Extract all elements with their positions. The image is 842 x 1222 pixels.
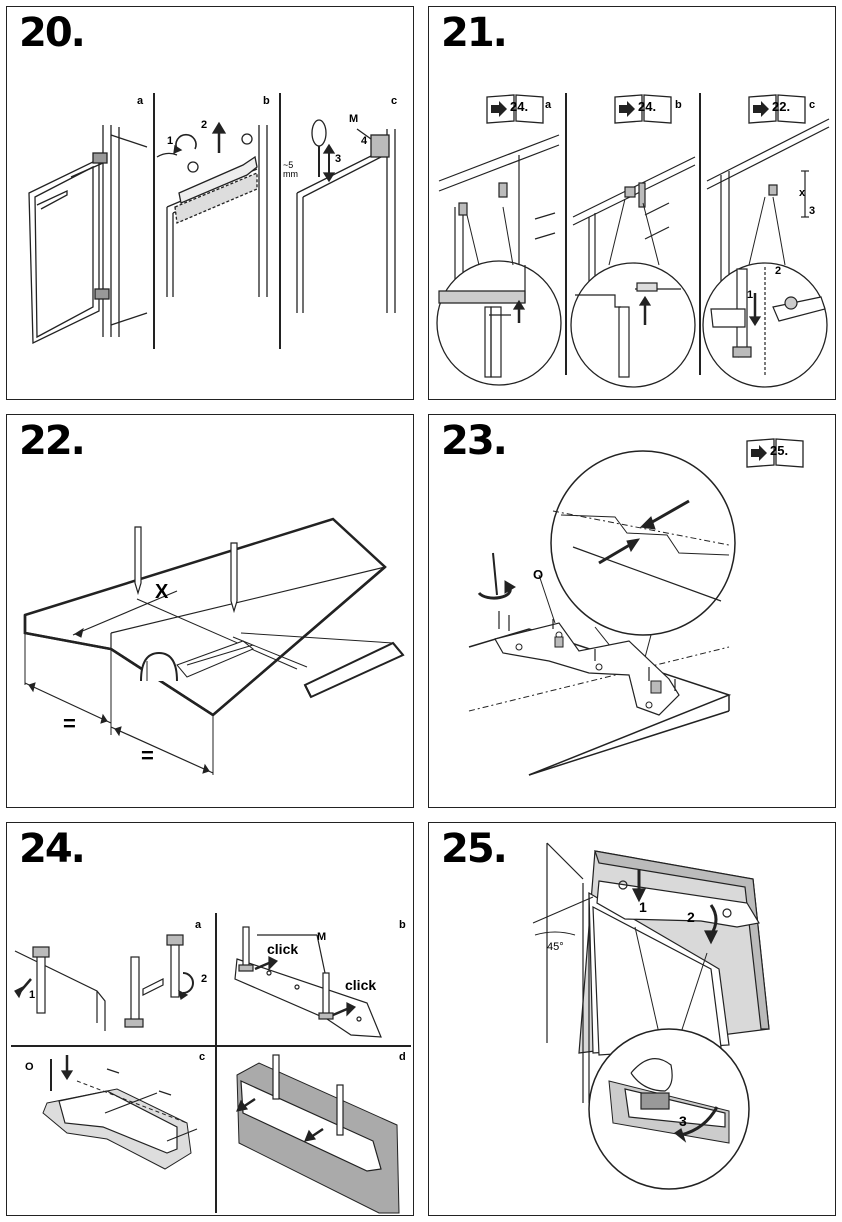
callout-click-2: click [345, 977, 377, 993]
callout-3: 3 [335, 153, 342, 165]
divider [215, 913, 217, 1213]
step-25-panel: 25. 1 2 3 45° [428, 822, 836, 1216]
step-number: 24. [19, 826, 86, 872]
book-arrow-icon [746, 438, 804, 468]
divider [699, 93, 701, 375]
callout-M: M [349, 113, 359, 125]
callout-x: x [799, 187, 806, 199]
hinge-removal-illustration [28, 119, 396, 345]
sub-label-d: d [399, 1051, 406, 1063]
marking-worktop-illustration [23, 517, 405, 775]
callout-equal-1: = [63, 711, 76, 736]
divider [279, 93, 281, 349]
sub-label-b: b [399, 919, 406, 931]
callout-O: O [25, 1061, 34, 1073]
callout-2: 2 [201, 119, 208, 131]
divider [11, 1045, 411, 1047]
sub-label-c: c [809, 99, 816, 111]
step-20-panel: 20. a b c [6, 6, 414, 400]
hinge-plate-screwing-illustration [468, 450, 736, 776]
callout-1: 1 [29, 989, 36, 1001]
callout-2: 2 [687, 909, 695, 925]
book-arrow-icon [614, 94, 672, 124]
callout-2: 2 [775, 265, 782, 277]
callout-2: 2 [201, 973, 208, 985]
sub-label-c: c [391, 95, 398, 107]
callout-click-1: click [267, 941, 299, 957]
sub-label-a: a [137, 95, 144, 107]
callout-equal-2: = [141, 743, 154, 768]
callout-1: 1 [167, 135, 174, 147]
callout-M: M [317, 931, 327, 943]
reference-book-icon: 24. [485, 93, 545, 127]
step-number: 23. [441, 418, 508, 464]
divider [153, 93, 155, 349]
reference-book-icon: 22. [747, 93, 807, 127]
callout-O: O [533, 567, 544, 582]
step-23-panel: 23. 25. [428, 414, 836, 808]
book-arrow-icon [748, 94, 806, 124]
step-number: 22. [19, 418, 86, 464]
book-arrow-icon [486, 94, 544, 124]
step-number: 21. [441, 10, 508, 56]
callout-1: 1 [747, 289, 754, 301]
callout-1: 1 [639, 899, 647, 915]
sub-label-a: a [195, 919, 202, 931]
sub-label-c: c [199, 1051, 206, 1063]
sub-label-a: a [545, 99, 552, 111]
reference-number: 24. [638, 99, 657, 114]
sub-label-b: b [263, 95, 270, 107]
step-number: 20. [19, 10, 86, 56]
callout-X: X [155, 581, 169, 603]
reference-number: 22. [772, 99, 791, 114]
reference-book-icon: 25. [745, 437, 805, 471]
sub-label-b: b [675, 99, 682, 111]
door-hinge-adjustment-illustration [532, 842, 770, 1190]
reference-number: 24. [510, 99, 529, 114]
divider [565, 93, 567, 375]
hinge-attachment-illustration [14, 926, 400, 1214]
reference-book-icon: 24. [613, 93, 673, 127]
reference-number: 25. [770, 443, 789, 458]
step-24-panel: 24. a b c d [6, 822, 414, 1216]
callout-3: 3 [679, 1113, 687, 1129]
step-number: 25. [441, 826, 508, 872]
callout-4: 4 [361, 135, 368, 147]
callout-3: 3 [809, 205, 816, 217]
step-22-panel: 22. [6, 414, 414, 808]
callout-angle: 45° [547, 941, 564, 953]
callout-5mm: ~5 mm [283, 160, 298, 179]
step-21-panel: 21. a b c 24. 24. 22. [428, 6, 836, 400]
mounting-cabinet-illustration [436, 118, 830, 388]
